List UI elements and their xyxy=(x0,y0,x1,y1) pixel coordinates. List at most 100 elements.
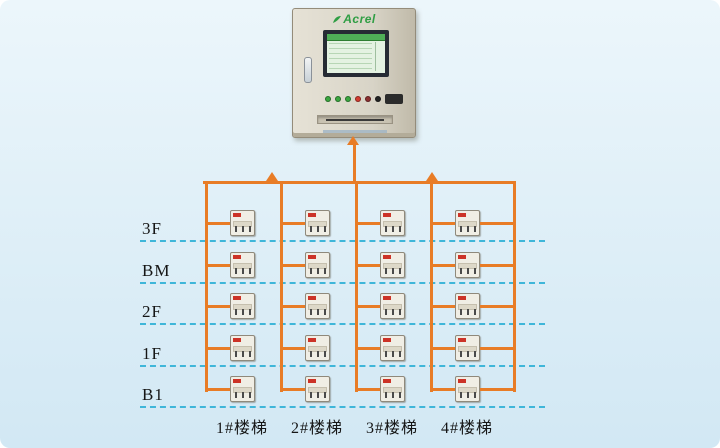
branch-line xyxy=(480,222,516,225)
device-label-band xyxy=(458,387,477,393)
indicator-light xyxy=(335,96,341,102)
bus-line xyxy=(203,181,516,184)
branch-line xyxy=(480,388,516,391)
branch-line xyxy=(430,264,455,267)
device-module xyxy=(305,376,330,402)
device-module xyxy=(305,335,330,361)
riser-line xyxy=(513,181,516,392)
device-label-band xyxy=(383,387,402,393)
indicator-light xyxy=(375,96,381,102)
uplink-arrow-icon xyxy=(347,136,359,145)
device-label-band xyxy=(233,263,252,269)
branch-line xyxy=(355,388,380,391)
device-label-band xyxy=(308,387,327,393)
device-module xyxy=(230,293,255,319)
brand-text: Acrel xyxy=(343,12,376,26)
riser-line xyxy=(280,181,283,392)
device-label-band xyxy=(308,221,327,227)
device-module xyxy=(455,293,480,319)
column-label: 3#楼梯 xyxy=(365,420,418,437)
floor-dashed-line xyxy=(140,282,545,284)
branch-line xyxy=(280,305,305,308)
screen-header-bar xyxy=(327,34,385,41)
indicator-lights xyxy=(325,96,381,102)
device-module xyxy=(305,293,330,319)
device-module xyxy=(380,293,405,319)
branch-line xyxy=(205,305,230,308)
device-module xyxy=(455,210,480,236)
flow-arrow-icon xyxy=(266,172,278,181)
device-module xyxy=(230,376,255,402)
acrel-logo: Acrel xyxy=(293,12,415,26)
cabinet-screen xyxy=(323,30,389,77)
flow-arrow-icon xyxy=(426,172,438,181)
device-label-band xyxy=(233,387,252,393)
branch-line xyxy=(430,305,455,308)
floor-label: 3F xyxy=(142,219,162,238)
device-label-band xyxy=(233,304,252,310)
device-label-band xyxy=(233,346,252,352)
branch-line xyxy=(205,264,230,267)
acrel-leaf-icon xyxy=(333,16,342,24)
printer-slot xyxy=(317,115,393,124)
device-label-band xyxy=(383,221,402,227)
device-label-band xyxy=(458,304,477,310)
device-label-band xyxy=(458,221,477,227)
riser-line xyxy=(355,181,358,392)
floor-label: 2F xyxy=(142,302,162,321)
branch-line xyxy=(430,347,455,350)
branch-line xyxy=(205,222,230,225)
device-label-band xyxy=(308,263,327,269)
branch-line xyxy=(280,222,305,225)
floor-label: B1 xyxy=(142,385,164,404)
floor-dashed-line xyxy=(140,406,545,408)
indicator-light xyxy=(345,96,351,102)
branch-line xyxy=(205,388,230,391)
screen-table-rows xyxy=(329,43,372,71)
branch-line xyxy=(205,347,230,350)
branch-line xyxy=(355,305,380,308)
riser-line xyxy=(430,181,433,392)
branch-line xyxy=(480,347,516,350)
branch-line xyxy=(430,388,455,391)
uplink-line xyxy=(353,145,356,184)
device-label-band xyxy=(383,304,402,310)
device-label-band xyxy=(383,346,402,352)
column-label: 2#楼梯 xyxy=(290,420,343,437)
branch-line xyxy=(280,388,305,391)
floor-dashed-line xyxy=(140,240,545,242)
branch-line xyxy=(280,347,305,350)
device-module xyxy=(455,252,480,278)
branch-line xyxy=(355,222,380,225)
branch-line xyxy=(430,222,455,225)
device-label-band xyxy=(233,221,252,227)
device-label-band xyxy=(308,346,327,352)
indicator-light xyxy=(325,96,331,102)
indicator-light xyxy=(365,96,371,102)
device-module xyxy=(305,210,330,236)
device-module xyxy=(380,210,405,236)
indicator-light xyxy=(355,96,361,102)
control-cabinet: Acrel xyxy=(292,8,416,138)
device-module xyxy=(455,335,480,361)
cabinet-footer-strip xyxy=(323,130,387,133)
device-label-band xyxy=(458,263,477,269)
column-label: 1#楼梯 xyxy=(215,420,268,437)
branch-line xyxy=(355,264,380,267)
device-module xyxy=(380,252,405,278)
riser-line xyxy=(205,181,208,392)
device-module xyxy=(230,335,255,361)
branch-line xyxy=(355,347,380,350)
gauge-tube xyxy=(304,57,312,83)
cabinet-keypad xyxy=(385,94,403,104)
column-label: 4#楼梯 xyxy=(440,420,493,437)
branch-line xyxy=(280,264,305,267)
floor-dashed-line xyxy=(140,323,545,325)
device-label-band xyxy=(458,346,477,352)
floor-dashed-line xyxy=(140,365,545,367)
branch-line xyxy=(480,264,516,267)
device-label-band xyxy=(308,304,327,310)
device-module xyxy=(230,210,255,236)
floor-label: BM xyxy=(142,261,171,280)
